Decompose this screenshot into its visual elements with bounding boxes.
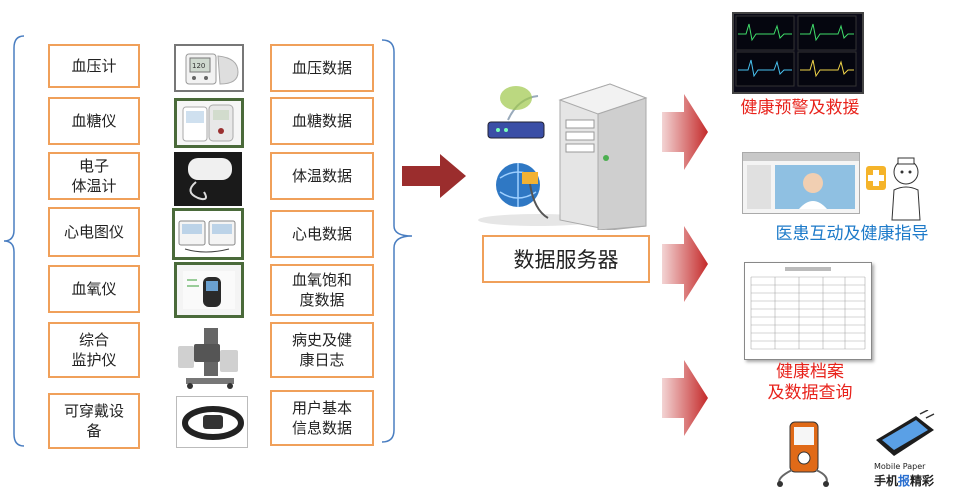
device-label: 血压计 <box>71 57 117 75</box>
data-box-user-info: 用户基本 信息数据 <box>270 390 374 446</box>
output-label-records-text: 健康档案 及数据查询 <box>767 362 853 403</box>
device-label: 血氧仪 <box>71 280 117 298</box>
output-label-interaction-text: 医患互动及健康指导 <box>775 224 929 244</box>
mobile-paper-cn-label: 手机报精彩 <box>874 472 934 489</box>
device-box-ecg: 心电图仪 <box>48 207 140 257</box>
mobile-paper-icon <box>870 409 940 462</box>
data-box-bp: 血压数据 <box>270 44 374 92</box>
data-box-ecg: 心电数据 <box>270 210 374 258</box>
device-label: 血糖仪 <box>71 112 117 130</box>
data-box-spo2: 血氧饱和 度数据 <box>270 264 374 316</box>
output-label-records: 健康档案 及数据查询 <box>740 362 880 404</box>
mobile-paper-cn-b: 报 <box>898 474 911 488</box>
output-arrow-1 <box>662 94 708 170</box>
output-arrow-2 <box>662 226 708 302</box>
mobile-paper-cn-c: 精彩 <box>910 474 935 488</box>
data-box-temperature: 体温数据 <box>270 152 374 200</box>
right-brace <box>381 39 413 443</box>
data-label: 血压数据 <box>291 59 352 77</box>
data-label: 病史及健 康日志 <box>291 331 352 369</box>
device-box-monitor: 综合 监护仪 <box>48 322 140 378</box>
thermometer-image <box>174 152 242 206</box>
input-arrow <box>402 154 466 198</box>
video-consult-image <box>742 152 860 214</box>
svg-text:120: 120 <box>192 62 205 70</box>
left-brace <box>3 35 25 447</box>
monitor-cart-image <box>174 322 244 390</box>
glucometer-image <box>174 98 244 148</box>
server-illustration <box>478 80 668 231</box>
data-label: 血氧饱和 度数据 <box>291 271 352 309</box>
output-arrow-3 <box>662 360 708 436</box>
health-record-image <box>744 262 872 360</box>
device-label: 可穿戴设 备 <box>63 402 124 440</box>
data-label: 体温数据 <box>291 167 352 185</box>
oximeter-image <box>174 262 244 318</box>
wearable-band-image <box>176 396 248 448</box>
doctor-icon <box>864 154 930 224</box>
device-box-thermometer: 电子 体温计 <box>48 152 140 200</box>
data-label: 心电数据 <box>291 225 352 243</box>
device-label: 心电图仪 <box>63 223 124 241</box>
device-label: 电子 体温计 <box>71 157 117 195</box>
device-label: 综合 监护仪 <box>71 331 117 369</box>
server-label-text: 数据服务器 <box>513 248 619 272</box>
bp-meter-image: 120 <box>174 44 244 92</box>
output-label-warning: 健康预警及救援 <box>720 98 880 119</box>
server-label: 数据服务器 <box>482 235 650 283</box>
phone-device-image <box>770 418 840 488</box>
device-box-bp-meter: 血压计 <box>48 44 140 88</box>
output-label-warning-text: 健康预警及救援 <box>740 98 860 118</box>
device-box-glucometer: 血糖仪 <box>48 97 140 145</box>
mobile-paper-en-label: Mobile Paper <box>874 462 925 471</box>
data-box-glucose: 血糖数据 <box>270 97 374 145</box>
mobile-paper-en-text: Mobile Paper <box>874 462 926 471</box>
data-label: 血糖数据 <box>291 112 352 130</box>
device-box-oximeter: 血氧仪 <box>48 265 140 313</box>
data-box-history: 病史及健 康日志 <box>270 322 374 378</box>
mobile-paper-cn-a: 手机 <box>874 474 899 488</box>
output-label-interaction: 医患互动及健康指导 <box>752 224 952 245</box>
device-box-wearable: 可穿戴设 备 <box>48 393 140 449</box>
data-label: 用户基本 信息数据 <box>291 399 352 437</box>
monitoring-screen-image <box>732 12 864 94</box>
ecg-device-image <box>172 208 244 260</box>
